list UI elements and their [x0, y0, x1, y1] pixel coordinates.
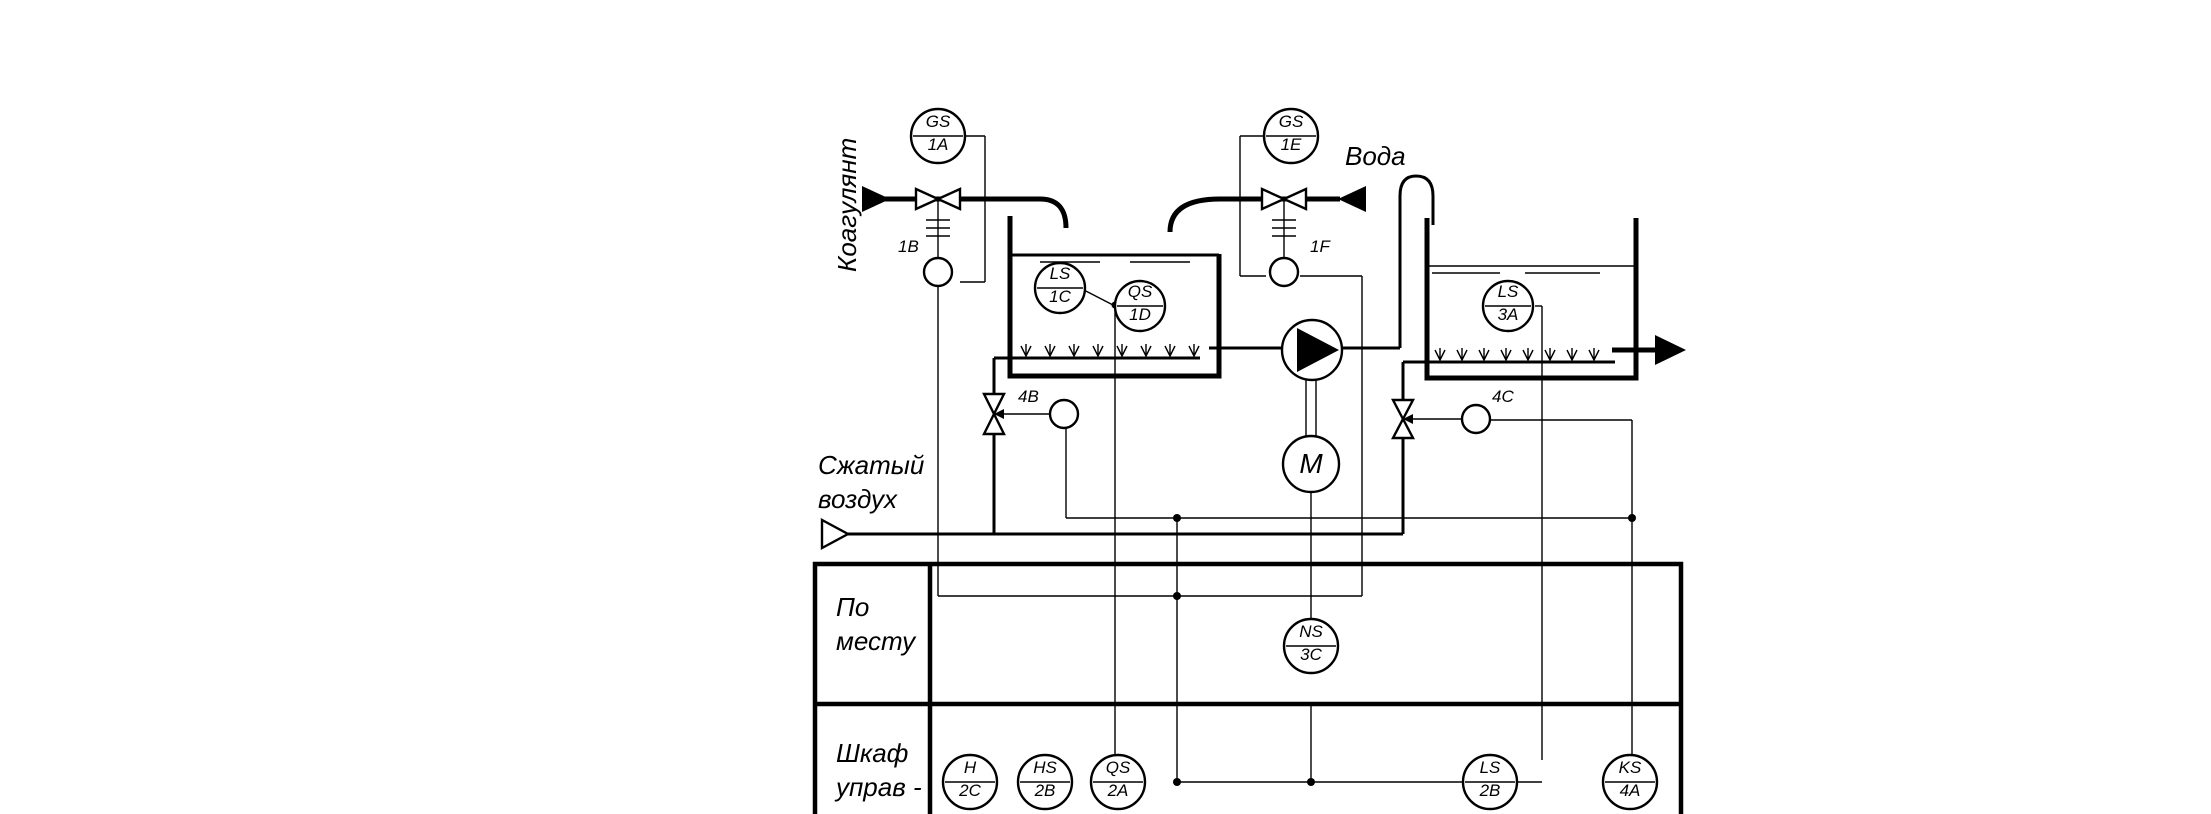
valve-4b[interactable] — [982, 392, 1080, 436]
ks4a-top: KS — [1619, 758, 1642, 777]
instrument-ls1c[interactable]: LS 1C — [1033, 261, 1087, 315]
aerator-nozzle — [1566, 348, 1578, 362]
aerator-nozzles — [1020, 344, 1600, 362]
field-label-line1: По — [836, 592, 869, 622]
compressed-air-label-line1: Сжатый — [818, 450, 924, 480]
aerator-nozzle — [1188, 344, 1200, 358]
water-label: Вода — [1345, 141, 1406, 171]
aerator-nozzle — [1116, 344, 1128, 358]
gs1e-top: GS — [1279, 112, 1304, 131]
instrument-ks4a[interactable]: KS 4A — [1601, 753, 1659, 811]
ls1c-top: LS — [1050, 264, 1071, 283]
ls2b-bottom: 2B — [1479, 781, 1501, 800]
valve-1f[interactable] — [1260, 187, 1308, 288]
qs2a-top: QS — [1106, 758, 1131, 777]
instrument-ls3a[interactable]: LS 3A — [1481, 279, 1535, 333]
ks4a-bottom: 4A — [1620, 781, 1641, 800]
h2c-bottom: 2C — [958, 781, 981, 800]
valve-tag-4c: 4C — [1492, 387, 1514, 406]
instrument-hs2b[interactable]: HS 2B — [1016, 753, 1074, 811]
ls1c-bottom: 1C — [1049, 287, 1071, 306]
h2c-top: H — [964, 758, 977, 777]
instrument-gs1e[interactable]: GS 1E — [1262, 107, 1320, 165]
aerator-nozzle — [1140, 344, 1152, 358]
instrument-h2c[interactable]: H 2C — [941, 753, 999, 811]
hs2b-bottom: 2B — [1034, 781, 1056, 800]
valve-4c[interactable] — [1391, 398, 1492, 440]
aerator-nozzle — [1434, 348, 1446, 362]
location-panel — [812, 561, 1684, 814]
valve-tag-1f: 1F — [1310, 237, 1331, 256]
instrument-gs1a[interactable]: GS 1A — [909, 107, 967, 165]
motor-label: M — [1299, 448, 1323, 479]
aerator-nozzle — [1522, 348, 1534, 362]
field-label-line2: месту — [836, 626, 917, 656]
coagulant-label: Коагулянт — [832, 138, 862, 272]
pump — [1280, 318, 1344, 382]
gs1a-top: GS — [926, 112, 951, 131]
aerator-nozzle — [1456, 348, 1468, 362]
qs2a-bottom: 2A — [1107, 781, 1129, 800]
valve-tag-1b: 1B — [898, 237, 919, 256]
motor: M — [1281, 434, 1341, 494]
aerator-nozzle — [1044, 344, 1056, 358]
aerator-nozzle — [1500, 348, 1512, 362]
aerator-nozzle — [1544, 348, 1556, 362]
instrument-ns3c[interactable]: NS 3C — [1282, 617, 1340, 675]
instrument-ls2b[interactable]: LS 2B — [1461, 753, 1519, 811]
air-inlet-arrow — [820, 517, 851, 551]
aerator-nozzle — [1020, 344, 1032, 358]
ns3c-top: NS — [1299, 622, 1323, 641]
ls2b-top: LS — [1480, 758, 1501, 777]
tank-2 — [1424, 218, 1639, 381]
instrument-qs2a[interactable]: QS 2A — [1089, 753, 1147, 811]
aerator-nozzle — [1092, 344, 1104, 358]
instrument-qs1d[interactable]: QS 1D — [1113, 279, 1167, 333]
aerator-nozzle — [1164, 344, 1176, 358]
aerator-nozzle — [1588, 348, 1600, 362]
qs1d-top: QS — [1128, 282, 1153, 301]
cabinet-label-line1: Шкаф — [836, 738, 908, 768]
aerator-nozzle — [1478, 348, 1490, 362]
compressed-air-label-line2: воздух — [818, 484, 898, 514]
cabinet-label-line3: ления — [834, 806, 908, 814]
cabinet-label-line2: управ - — [834, 772, 922, 802]
gs1a-bottom: 1A — [928, 135, 949, 154]
valve-1b[interactable] — [914, 187, 962, 288]
ls3a-bottom: 3A — [1498, 305, 1519, 324]
gs1e-bottom: 1E — [1281, 135, 1302, 154]
tank-1 — [1007, 216, 1222, 379]
outlet-arrow — [1655, 335, 1686, 365]
qs1d-bottom: 1D — [1129, 305, 1151, 324]
ns3c-bottom: 3C — [1300, 645, 1322, 664]
coagulant-inlet-arrow — [862, 186, 890, 212]
aerator-nozzle — [1068, 344, 1080, 358]
hs2b-top: HS — [1033, 758, 1057, 777]
valve-tag-4b: 4B — [1018, 387, 1039, 406]
ls3a-top: LS — [1498, 282, 1519, 301]
water-inlet-arrow — [1338, 186, 1366, 212]
